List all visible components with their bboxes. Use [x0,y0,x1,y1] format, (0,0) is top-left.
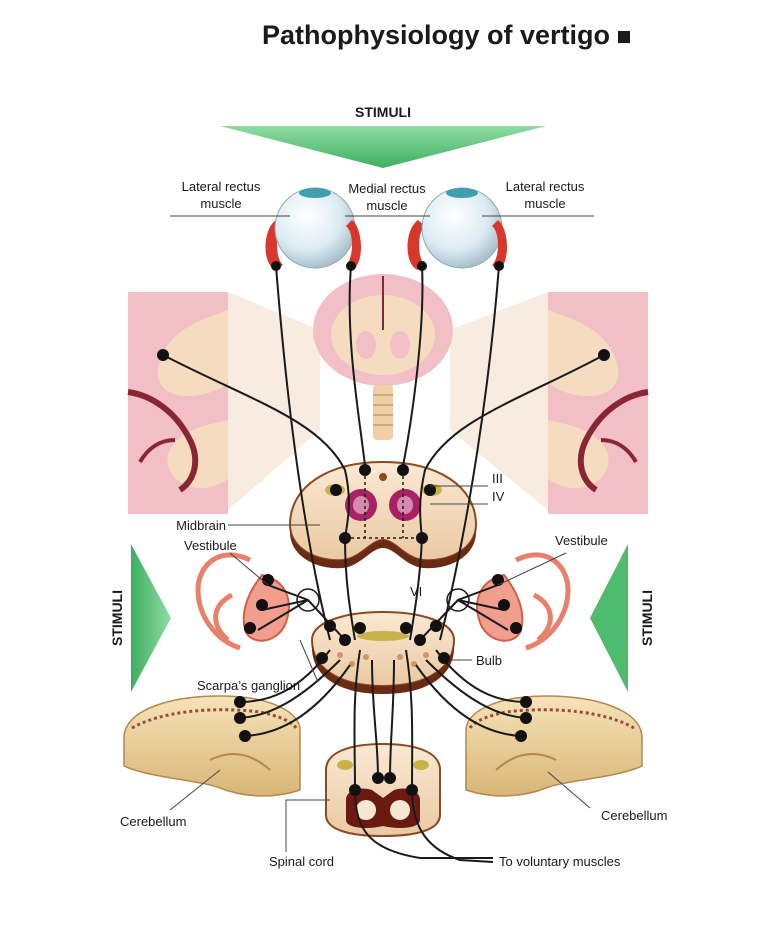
midbrain-section [288,460,478,569]
label-midbrain: Midbrain [176,518,226,533]
inner-ear-left [195,552,290,651]
label-nerve-iii: III [492,471,503,486]
cortex-section-right [548,292,649,514]
stimuli-arrow-top [220,126,546,168]
spinal-cord-section [325,742,441,838]
label-nerve-iv: IV [492,489,505,504]
inner-ear-right [476,552,571,651]
eye-right [407,187,507,270]
cerebellum-left [123,695,301,797]
stimuli-right-label: STIMULI [639,590,655,646]
stimuli-left-label: STIMULI [109,590,125,646]
label-vestibule-right: Vestibule [555,533,608,548]
stimuli-top-label: STIMULI [355,104,411,120]
eye-left [265,187,361,270]
label-lateral-rectus-left-1: Lateral rectus [182,179,261,194]
label-lateral-rectus-right-2: muscle [524,196,565,211]
label-bulb: Bulb [476,653,502,668]
cortex-wedge-left [228,292,320,510]
nerve-pathways [162,265,605,863]
title-square-icon [618,30,631,43]
label-cerebellum-left: Cerebellum [120,814,186,829]
label-vestibule-left: Vestibule [184,538,237,553]
cortex-wedge-right [450,292,548,510]
cerebellum-right [465,695,643,797]
label-cerebellum-right: Cerebellum [601,808,667,823]
stimuli-arrow-left [131,544,171,692]
page-title: Pathophysiology of vertigo [262,20,631,51]
label-medial-rectus-1: Medial rectus [348,181,426,196]
label-voluntary-muscles: To voluntary muscles [499,854,621,869]
nucleus-dots [157,261,610,796]
brain-coronal-section [313,274,453,440]
cortex-section-left [127,292,228,514]
midbrain-dashed-links [345,470,422,539]
label-scarpa-ganglion: Scarpa’s ganglion [197,678,300,693]
label-medial-rectus-2: muscle [366,198,407,213]
label-spinal-cord: Spinal cord [269,854,334,869]
label-lateral-rectus-right-1: Lateral rectus [506,179,585,194]
stimuli-arrow-right [590,544,628,692]
leader-lines [169,215,594,852]
label-nerve-vi: VI [410,584,422,599]
label-lateral-rectus-left-2: muscle [200,196,241,211]
